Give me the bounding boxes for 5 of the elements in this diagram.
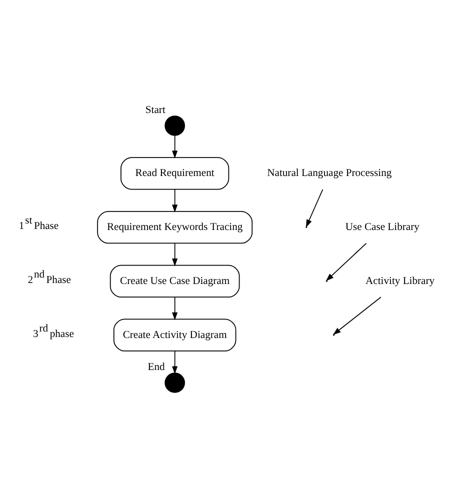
node-label: End (148, 362, 165, 373)
node-text: Natural Language Processing (267, 168, 392, 179)
node-text: Use Case Library (345, 222, 420, 233)
node-label: Start (145, 104, 166, 116)
node-text: Activity Library (366, 275, 435, 286)
